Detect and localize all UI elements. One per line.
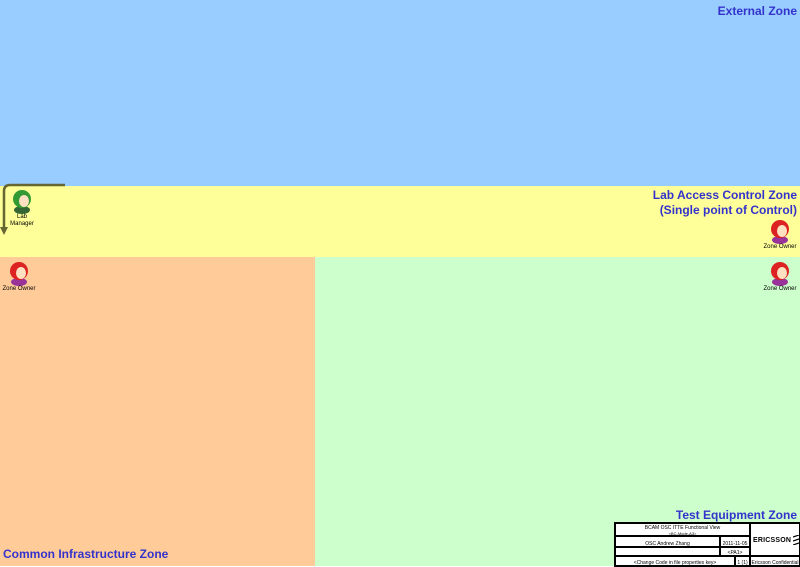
test-zone-title: Test Equipment Zone	[675, 508, 797, 522]
title-block-date: 2011-11-05	[720, 536, 750, 547]
zone-owner-label: Zone Owner	[763, 286, 797, 292]
external-zone: External Zone	[0, 0, 800, 186]
zone-owner-icon	[10, 262, 28, 286]
author-value: OSC Andrew Zhang	[645, 541, 690, 547]
zone-owner-icon	[771, 262, 789, 286]
title-line2: <BC-Mode-A3>	[668, 531, 697, 536]
title-block-author: OSC Andrew Zhang	[615, 536, 720, 547]
test-equipment-zone: Test Equipment Zone	[315, 257, 800, 566]
zone-owner-icon	[771, 220, 789, 244]
lab-access-zone-title: Lab Access Control Zone (Single point of…	[653, 188, 797, 218]
lab-manager-label-line2: Manager	[10, 221, 34, 227]
company-logo: ERICSSON	[750, 523, 800, 556]
title-block-page: 1 (1)	[735, 556, 750, 566]
zone-owner-label: Zone Owner	[2, 286, 36, 292]
lab-access-control-zone: Lab Access Control Zone (Single point of…	[0, 186, 800, 257]
lab-manager-arrow	[0, 183, 65, 235]
external-zone-title: External Zone	[717, 4, 797, 18]
ericsson-logo-icon	[793, 535, 799, 545]
title-block-classification: Ericsson Confidential	[750, 556, 800, 566]
date-value: 2011-11-05	[722, 541, 748, 547]
title-block-rev: <PA1>	[720, 547, 750, 556]
zone-owner-lab-access: Zone Owner	[760, 218, 800, 251]
classification-value: Ericsson Confidential	[751, 560, 799, 566]
title-block-title: BCAM OSC ITTE Functional View <BC-Mode-A…	[615, 523, 750, 536]
company-name: ERICSSON	[753, 537, 792, 544]
rev-value: <PA1>	[727, 550, 743, 556]
lab-access-title-line1: Lab Access Control Zone	[652, 188, 797, 202]
title-block-doc: <Change Code in file properties key>	[615, 556, 735, 566]
common-infrastructure-zone: Common Infrastructure Zone	[0, 257, 315, 566]
zone-owner-common: Zone Owner	[0, 260, 39, 293]
doc-value: <Change Code in file properties key>	[633, 560, 717, 566]
title-block-approved	[615, 547, 720, 556]
lab-manager-label-line1: Lab	[16, 214, 27, 220]
title-line1: BCAM OSC ITTE Functional View	[644, 525, 721, 531]
lab-manager-icon	[13, 190, 31, 214]
common-zone-title: Common Infrastructure Zone	[3, 547, 169, 561]
page-value: 1 (1)	[737, 560, 748, 566]
title-block: BCAM OSC ITTE Functional View <BC-Mode-A…	[614, 522, 800, 567]
lab-manager: Lab Manager	[2, 188, 42, 228]
zone-owner-label: Zone Owner	[763, 244, 797, 250]
lab-access-title-line2: (Single point of Control)	[659, 203, 797, 217]
zone-owner-test: Zone Owner	[760, 260, 800, 293]
